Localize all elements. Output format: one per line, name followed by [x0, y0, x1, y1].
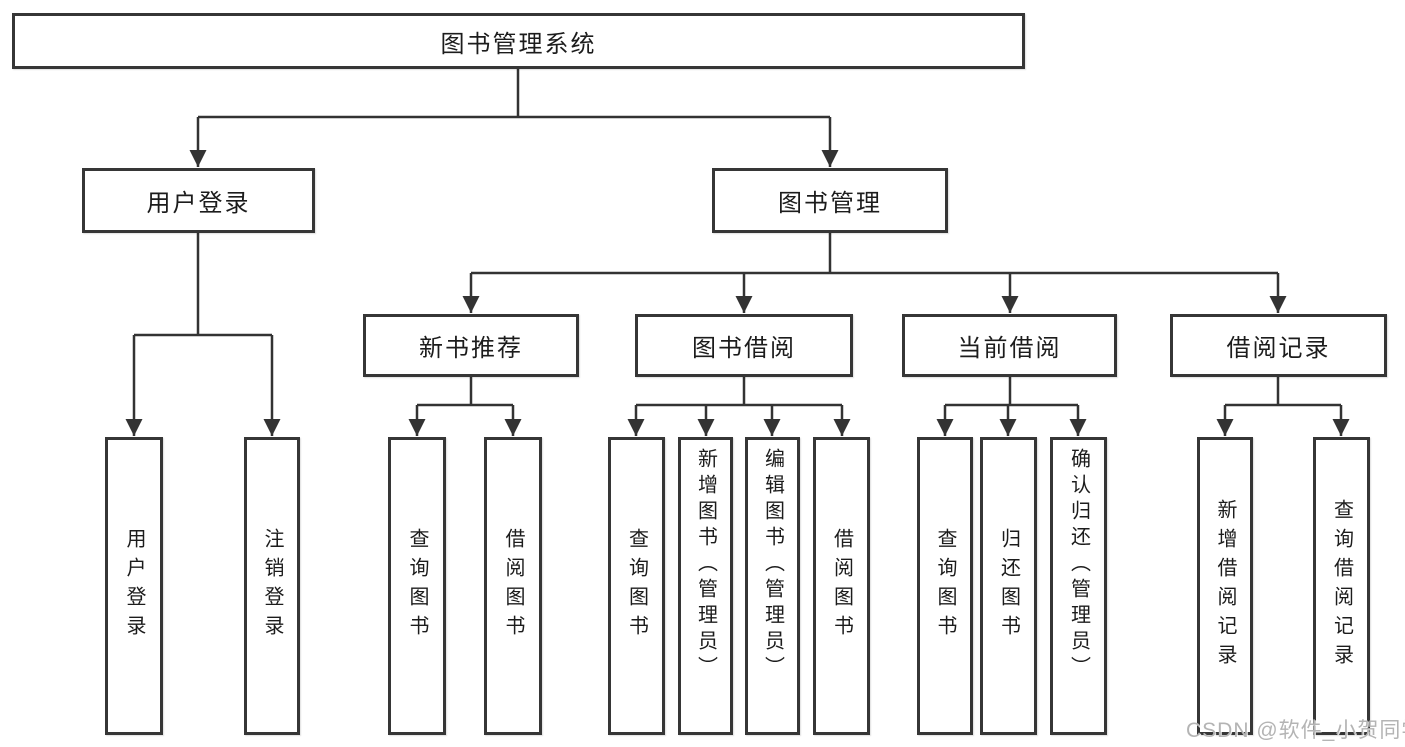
leaf-label: 查询图书: [934, 528, 956, 644]
leaf-add-book-admin: 新增图书（管理员）: [678, 437, 733, 735]
node-label: 图书管理: [778, 190, 882, 217]
node-label: 当前借阅: [957, 335, 1062, 362]
leaf-logout: 注销登录: [244, 437, 300, 735]
leaf-label: 新增借阅记录: [1214, 499, 1236, 673]
leaf-label: 注销登录: [261, 528, 283, 644]
leaf-label: 查询图书: [625, 528, 648, 644]
leaf-add-borrow-record: 新增借阅记录: [1197, 437, 1253, 735]
leaf-query-books-borrow: 查询图书: [608, 437, 665, 735]
node-new-book-recommendation: 新书推荐: [363, 314, 579, 377]
node-label: 图书借阅: [692, 335, 796, 362]
leaf-query-books-current: 查询图书: [917, 437, 973, 735]
leaf-confirm-return-admin: 确认归还（管理员）: [1050, 437, 1107, 735]
csdn-watermark: CSDN @软件_小贺同学: [1186, 719, 1405, 742]
node-current-borrowing: 当前借阅: [902, 314, 1117, 377]
leaf-label: 借阅图书: [830, 528, 853, 644]
leaf-query-borrow-record: 查询借阅记录: [1313, 437, 1370, 735]
leaf-borrow-books-recommend: 借阅图书: [484, 437, 542, 735]
leaf-label: 新增图书（管理员）: [694, 448, 717, 682]
leaf-query-books-recommend: 查询图书: [388, 437, 446, 735]
node-label: 新书推荐: [419, 335, 523, 362]
leaf-user-login: 用户登录: [105, 437, 163, 735]
leaf-label: 用户登录: [123, 528, 145, 644]
leaf-label: 查询图书: [406, 528, 428, 644]
node-user-login: 用户登录: [82, 168, 315, 233]
leaf-return-books: 归还图书: [980, 437, 1037, 735]
node-label: 借阅记录: [1226, 335, 1331, 362]
node-borrowing-records: 借阅记录: [1170, 314, 1387, 377]
leaf-label: 编辑图书（管理员）: [761, 448, 784, 682]
leaf-label: 查询借阅记录: [1330, 499, 1353, 673]
leaf-borrow-books-borrow: 借阅图书: [813, 437, 870, 735]
node-library-management-system: 图书管理系统: [12, 13, 1025, 69]
node-label: 用户登录: [146, 190, 251, 217]
node-book-management: 图书管理: [712, 168, 948, 233]
leaf-edit-book-admin: 编辑图书（管理员）: [745, 437, 800, 735]
leaf-label: 确认归还（管理员）: [1067, 448, 1090, 682]
leaf-label: 借阅图书: [502, 528, 524, 644]
leaf-label: 归还图书: [997, 528, 1020, 644]
node-book-borrowing: 图书借阅: [635, 314, 853, 377]
node-label: 图书管理系统: [440, 30, 597, 58]
